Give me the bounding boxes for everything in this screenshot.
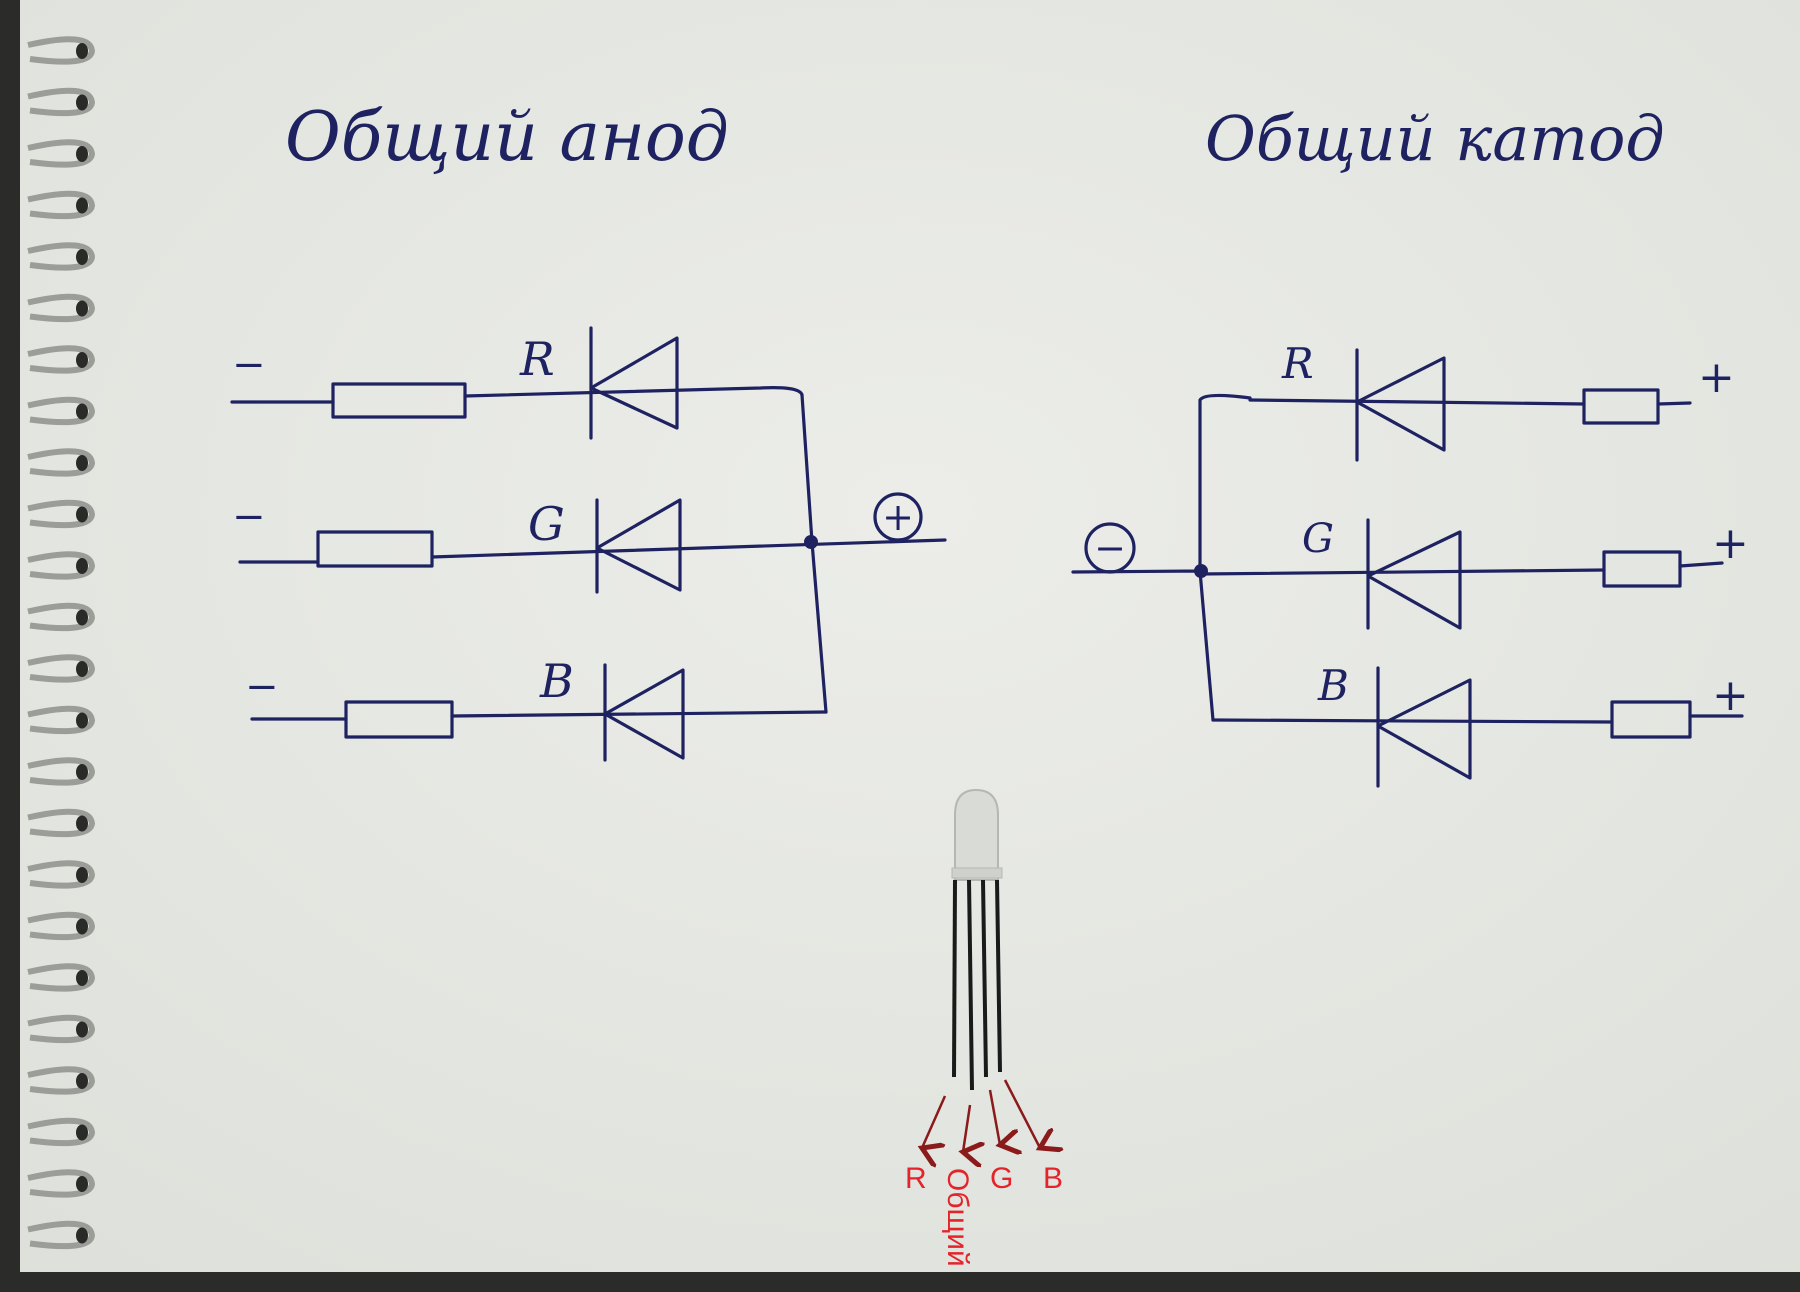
punch-hole [76, 1176, 88, 1192]
spiral-ring [27, 190, 96, 220]
spiral-ring [27, 36, 96, 65]
punch-hole [76, 94, 88, 111]
punch-hole [76, 558, 88, 574]
spiral-ring [27, 87, 96, 117]
label-g: G [528, 497, 565, 551]
spiral-ring [27, 1066, 96, 1095]
punch-hole [76, 300, 88, 317]
row-r: R + [1248, 339, 1735, 462]
punch-hole [76, 197, 88, 214]
spiral-ring [27, 345, 96, 374]
spiral-ring [27, 396, 96, 426]
resistor-b [1610, 700, 1692, 739]
punch-hole [76, 609, 88, 626]
paper-sheet [20, 0, 1800, 1272]
row-b: B − [245, 654, 828, 762]
punch-hole [76, 815, 88, 832]
spiral-ring [27, 1220, 96, 1250]
resistor-b [344, 700, 454, 739]
spiral-ring [27, 808, 96, 838]
diode-b [603, 663, 685, 762]
spiral-ring [27, 911, 96, 941]
punch-hole [76, 970, 88, 986]
resistor-g [1602, 550, 1682, 588]
punch-hole [76, 1227, 88, 1244]
spiral-ring [27, 551, 96, 580]
punch-hole [76, 1073, 88, 1089]
punch-hole [76, 1124, 88, 1141]
spiral-ring [27, 757, 96, 786]
label-b: B [539, 654, 574, 708]
plus-sign-g: + [1712, 518, 1749, 569]
row-b: B + [1211, 661, 1749, 788]
plus-circle [873, 492, 923, 542]
spiral-ring [27, 1014, 96, 1044]
spiral-ring [27, 654, 96, 683]
spiral-ring [27, 602, 96, 632]
punch-hole [76, 352, 88, 368]
diode-r [589, 326, 679, 440]
label-b: B [1317, 661, 1349, 710]
spiral-ring [27, 242, 96, 271]
pin-label-common: Общий [941, 1168, 974, 1267]
diode-g [1366, 518, 1462, 630]
spiral-ring [27, 963, 96, 992]
pin-label-r: R [905, 1162, 927, 1195]
punch-hole [76, 146, 88, 162]
minus-sign: − [1094, 526, 1126, 570]
label-g: G [1302, 516, 1334, 562]
row-g: G − [232, 494, 947, 594]
diode-r [1355, 348, 1446, 462]
diode-b [1376, 666, 1472, 788]
pin-label-b: B [1043, 1162, 1063, 1195]
punch-hole [76, 506, 88, 523]
pin-label-g: G [990, 1162, 1013, 1195]
punch-hole [76, 661, 88, 677]
punch-hole [76, 1021, 88, 1038]
spiral-ring [27, 860, 96, 889]
minus-sign-b: − [245, 664, 279, 710]
spiral-ring [27, 448, 96, 477]
punch-hole [76, 43, 88, 59]
spiral-ring [27, 1117, 96, 1147]
spiral-ring [27, 1169, 96, 1198]
resistor-g [316, 530, 434, 568]
common-cathode-circuit: − R + G + B + [1071, 339, 1749, 788]
punch-hole [76, 455, 88, 471]
punch-hole [76, 403, 88, 420]
minus-circle [1084, 522, 1136, 574]
pin-annotations: R Общий G B [905, 1079, 1063, 1267]
minus-sign-g: − [232, 494, 266, 540]
diode-g [595, 498, 682, 594]
punch-hole [76, 249, 88, 265]
row-r: R − [230, 326, 804, 440]
row-g: G + [1198, 516, 1749, 630]
title-common-cathode: Общий катод [1205, 102, 1665, 175]
plus-sign: + [882, 495, 914, 539]
rgb-led [951, 788, 1003, 1091]
label-r: R [519, 332, 555, 386]
plus-sign-b: + [1712, 670, 1749, 721]
minus-sign-r: − [232, 342, 266, 388]
spiral-ring [27, 705, 96, 735]
spiral-ring [27, 293, 96, 323]
junction-dot [1194, 564, 1208, 578]
junction-dot [804, 535, 818, 549]
punch-hole [76, 918, 88, 935]
spiral-ring [27, 499, 96, 529]
punch-hole [76, 712, 88, 729]
spiral-ring [27, 139, 96, 168]
title-common-anode: Общий анод [285, 98, 729, 177]
resistor-r [1582, 388, 1660, 425]
label-r: R [1281, 339, 1314, 388]
punch-hole [76, 867, 88, 883]
punch-hole [76, 764, 88, 780]
plus-sign-r: + [1698, 352, 1735, 403]
resistor-r [331, 382, 467, 419]
common-anode-circuit: R − G − B − + [230, 326, 947, 762]
spiral-binding [27, 36, 96, 1250]
